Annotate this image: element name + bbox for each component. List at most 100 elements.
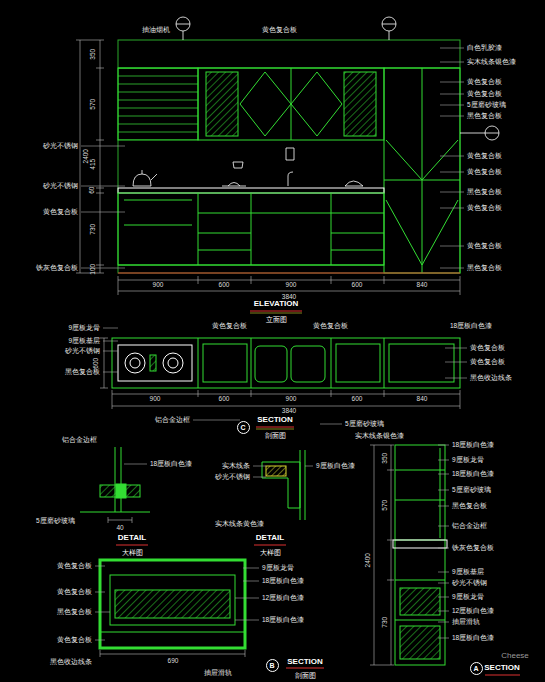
- label-slot: 黑色收边线条: [470, 375, 512, 382]
- label-slot: 抽油烟机: [142, 27, 170, 34]
- label-slot: 9厘板龙骨: [68, 325, 100, 332]
- dimension: 600: [92, 358, 99, 369]
- material-callout: 18厘板白色漆: [262, 616, 304, 623]
- dimension: 730: [381, 617, 388, 628]
- label-slot: 抽屉滑轨: [452, 619, 480, 626]
- label-slot: 铁灰色复合板: [36, 265, 78, 272]
- dimension: 900: [286, 281, 297, 288]
- material-callout: 黄色复合板: [467, 204, 502, 211]
- label-slot: 60: [90, 186, 97, 193]
- label-slot: 铝合金边框: [155, 417, 190, 424]
- view-title: DETAIL: [118, 533, 146, 542]
- label-slot: 600: [352, 282, 363, 289]
- label-slot: 350: [382, 453, 389, 464]
- label-slot: SECTION: [287, 658, 323, 666]
- label-slot: DETAIL: [118, 534, 146, 542]
- label-slot: 900: [286, 396, 297, 403]
- leader-line: [124, 464, 147, 465]
- leader-line: [253, 466, 266, 467]
- label-slot: 9厘板龙骨: [452, 594, 484, 601]
- label-slot: 立面图: [266, 316, 287, 323]
- dimension: 840: [417, 281, 428, 288]
- material-callout: 黄色复合板: [57, 588, 92, 595]
- material-callout: 18厘板白色漆: [450, 322, 492, 329]
- leader-line: [440, 62, 464, 63]
- material-callout: 黄色复合板: [467, 78, 502, 85]
- leader-line: [440, 94, 464, 95]
- label-slot: Cheese: [501, 652, 529, 660]
- leader-line: [95, 592, 105, 593]
- material-callout: 黑色收边线条: [50, 658, 92, 665]
- label-slot: 黑色复合板: [467, 189, 502, 196]
- material-callout: 砂光不锈钢: [452, 579, 487, 586]
- leader-line: [438, 490, 449, 491]
- material-callout: 黄色复合板: [467, 90, 502, 97]
- label-slot: 黄色复合板: [467, 153, 502, 160]
- dimension: 415: [89, 159, 96, 170]
- label-slot: 9厘板龙骨: [452, 457, 484, 464]
- label-slot: 白色乳胶漆: [467, 45, 502, 52]
- material-callout: 黄色复合板: [470, 344, 505, 351]
- label-slot: 黑色复合板: [65, 369, 100, 376]
- view-title: SECTION: [287, 657, 323, 666]
- leader-line: [103, 372, 118, 373]
- dimension: 40: [116, 524, 123, 531]
- marker-letter: B: [269, 662, 274, 669]
- leader-line: [103, 341, 118, 342]
- dimension: 350: [381, 453, 388, 464]
- leader-line: [445, 348, 467, 349]
- view-subtitle: 大样图: [122, 549, 143, 556]
- label-slot: 黄色复合板: [467, 91, 502, 98]
- leader-line: [440, 116, 464, 117]
- leader-line: [438, 526, 449, 527]
- material-callout: 铝合金边框: [155, 416, 190, 423]
- leader-line: [438, 506, 449, 507]
- label-slot: 抽屉滑轨: [204, 670, 232, 677]
- label-slot: 600: [93, 358, 100, 369]
- label-slot: 砂光不锈钢: [452, 580, 487, 587]
- leader-line: [243, 581, 259, 582]
- label-slot: 剖面图: [295, 672, 316, 679]
- material-callout: 黄色复合板: [57, 636, 92, 643]
- material-callout: 5厘磨砂玻璃: [36, 517, 75, 524]
- leader-line: [440, 246, 464, 247]
- material-callout: 砂光不锈钢: [215, 473, 250, 480]
- label-slot: 黄色复合板: [470, 345, 505, 352]
- dimension: 3840: [282, 407, 296, 414]
- label-slot: 铝合金边框: [452, 523, 487, 530]
- label-slot: 黄色复合板: [212, 323, 247, 330]
- label-slot: 5厘磨砂玻璃: [345, 421, 384, 428]
- material-callout: 实木线条银色漆: [355, 432, 404, 439]
- material-callout: 黑色复合板: [467, 112, 502, 119]
- material-callout: 抽屉滑轨: [204, 669, 232, 676]
- leader-line: [438, 474, 449, 475]
- label-slot: 18厘板白色漆: [150, 461, 192, 468]
- label-slot: 12厘板白色漆: [262, 595, 304, 602]
- material-callout: 黄色复合板: [57, 562, 92, 569]
- label-slot: 9厘板基层: [68, 338, 100, 345]
- material-callout: 黄色复合板: [262, 26, 297, 33]
- label-slot: 600: [352, 396, 363, 403]
- material-callout: 实木线条黄色漆: [215, 520, 264, 527]
- label-slot: 大样图: [260, 549, 281, 556]
- material-callout: 黄色复合板: [212, 322, 247, 329]
- label-slot: SECTION: [257, 416, 293, 424]
- label-slot: 5厘磨砂玻璃: [36, 518, 75, 525]
- leader-line: [320, 424, 342, 425]
- label-slot: 570: [382, 500, 389, 511]
- leader-line: [438, 460, 449, 461]
- material-callout: 黑色复合板: [65, 368, 100, 375]
- label-slot: 实木线条银色漆: [355, 433, 404, 440]
- material-callout: 12厘板白色漆: [262, 594, 304, 601]
- label-slot: SECTION: [484, 664, 520, 672]
- material-callout: 砂光不锈钢: [43, 142, 78, 149]
- label-slot: 砂光不锈钢: [43, 143, 78, 150]
- material-callout: 铝合金边框: [62, 436, 97, 443]
- label-slot: 18厘板白色漆: [262, 578, 304, 585]
- material-callout: 18厘板白色漆: [452, 634, 494, 641]
- label-slot: 18厘板白色漆: [452, 635, 494, 642]
- label-slot: 840: [417, 396, 428, 403]
- label-slot: 剖面图: [265, 432, 286, 439]
- label-slot: DETAIL: [256, 534, 284, 542]
- leader-line: [235, 620, 259, 621]
